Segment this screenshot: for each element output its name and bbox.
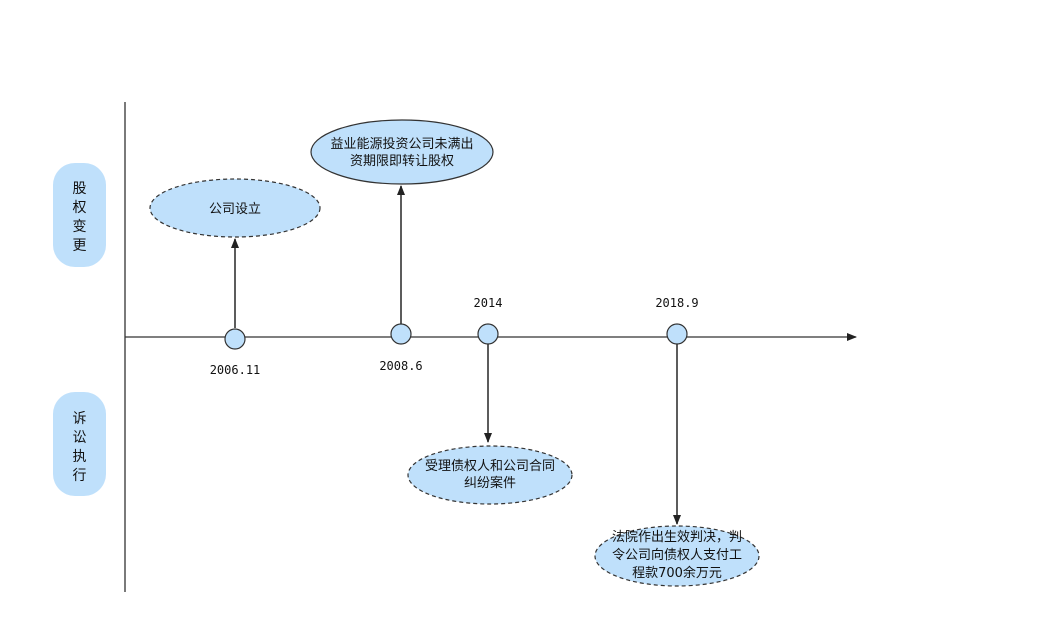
date-label-2006: 2006.11 bbox=[210, 363, 261, 377]
date-label-2018: 2018.9 bbox=[655, 296, 698, 310]
event-equity-transfer: 益业能源投资公司未满出 资期限即转让股权 bbox=[310, 119, 494, 185]
timeline-point-2008 bbox=[390, 323, 412, 345]
category-litigation-char: 行 bbox=[73, 468, 87, 484]
category-litigation-enforcement: 诉 讼 执 行 bbox=[53, 392, 106, 496]
event-case-accepted: 受理债权人和公司合同 纠纷案件 bbox=[407, 445, 573, 505]
timeline-point-2018 bbox=[666, 323, 688, 345]
category-equity-char: 更 bbox=[73, 238, 87, 254]
event-judgment-line: 法院作出生效判决，判 bbox=[612, 530, 742, 545]
event-transfer-line: 资期限即转让股权 bbox=[350, 153, 454, 169]
timeline-point-2014 bbox=[477, 323, 499, 345]
event-judgment-line: 令公司向债权人支付工 bbox=[612, 547, 742, 563]
event-judgment-line: 程款700余万元 bbox=[632, 565, 722, 581]
event-transfer-line: 益业能源投资公司未满出 bbox=[330, 136, 473, 152]
event-case-line: 受理债权人和公司合同 bbox=[425, 458, 555, 474]
category-litigation-char: 讼 bbox=[73, 430, 87, 446]
event-founded-text: 公司设立 bbox=[209, 202, 261, 217]
category-litigation-char: 诉 bbox=[73, 411, 87, 427]
event-case-line: 纠纷案件 bbox=[464, 476, 516, 491]
event-company-founded: 公司设立 bbox=[149, 178, 321, 238]
date-label-2014: 2014 bbox=[474, 296, 503, 310]
timeline-point-2006 bbox=[224, 328, 246, 350]
category-equity-char: 权 bbox=[73, 200, 87, 216]
category-litigation-char: 执 bbox=[73, 449, 87, 465]
category-equity-char: 变 bbox=[73, 219, 87, 235]
category-equity-char: 股 bbox=[73, 181, 87, 197]
event-court-judgment: 法院作出生效判决，判 令公司向债权人支付工 程款700余万元 bbox=[594, 525, 760, 587]
category-equity-change: 股 权 变 更 bbox=[53, 163, 106, 267]
date-label-2008: 2008.6 bbox=[379, 359, 422, 373]
